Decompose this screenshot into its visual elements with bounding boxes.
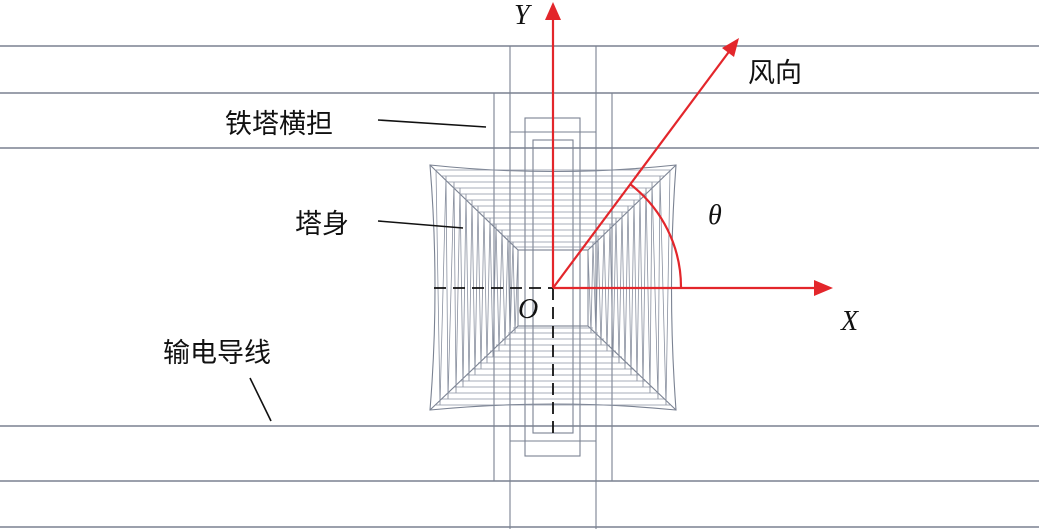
reference-dashed-axes [434, 287, 554, 440]
theta-label: θ [708, 200, 722, 231]
origin-label: O [518, 294, 538, 325]
wind-direction-line [552, 48, 732, 289]
leader-lines [249, 119, 487, 422]
x-axis-arrow-icon [814, 280, 833, 296]
theta-arc [629, 183, 683, 289]
wind-arrow-icon [722, 38, 739, 57]
conductor-lines [0, 45, 1039, 528]
x-axis-label: X [840, 306, 859, 337]
conductor-label: 输电导线 [163, 338, 271, 369]
tower-body-label: 塔身 [295, 209, 349, 240]
crossarm-label: 铁塔横担 [225, 109, 333, 140]
wind-direction-label: 风向 [748, 58, 802, 89]
y-axis-label: Y [514, 0, 533, 31]
coordinate-axes [545, 2, 833, 296]
y-axis-arrow-icon [545, 2, 561, 20]
